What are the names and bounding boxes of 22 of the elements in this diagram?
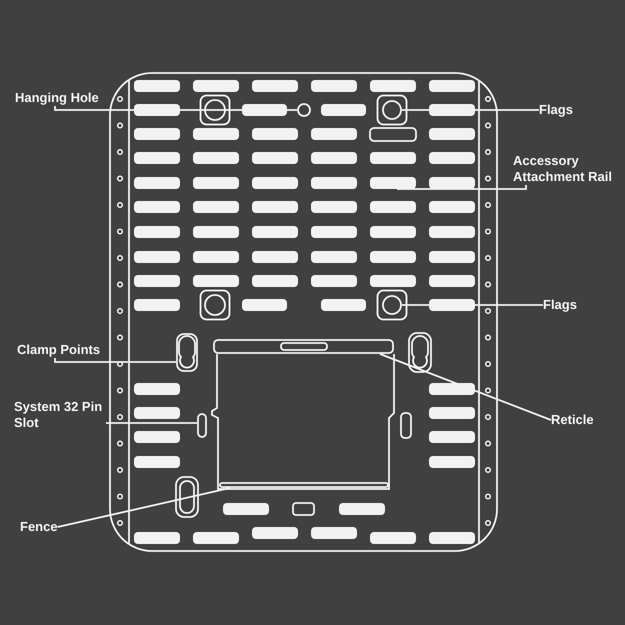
leader-line — [54, 358, 176, 363]
flag-hole — [382, 295, 402, 315]
reticle-bar — [213, 339, 394, 354]
callout-label: Hanging Hole — [15, 90, 99, 106]
pin-slot — [197, 413, 207, 438]
hanging-hole — [297, 103, 311, 117]
callout-label: Fence — [20, 519, 58, 535]
callout-label: Reticle — [551, 412, 594, 428]
callout-label: Clamp Points — [17, 342, 100, 358]
leader-line — [402, 109, 539, 111]
fence-bar — [219, 482, 389, 488]
leader-line — [57, 487, 230, 528]
leader-line — [397, 185, 527, 190]
callout-label: Accessory Attachment Rail — [513, 153, 615, 185]
callout-label: System 32 Pin Slot — [14, 399, 106, 431]
flag-hole — [382, 100, 402, 120]
leader-line — [402, 304, 543, 306]
leader-line — [106, 422, 197, 424]
keyhole-slot — [176, 333, 198, 372]
callout-label: Flags — [539, 102, 573, 118]
callout-label: Flags — [543, 297, 577, 313]
leader-line — [380, 353, 552, 421]
